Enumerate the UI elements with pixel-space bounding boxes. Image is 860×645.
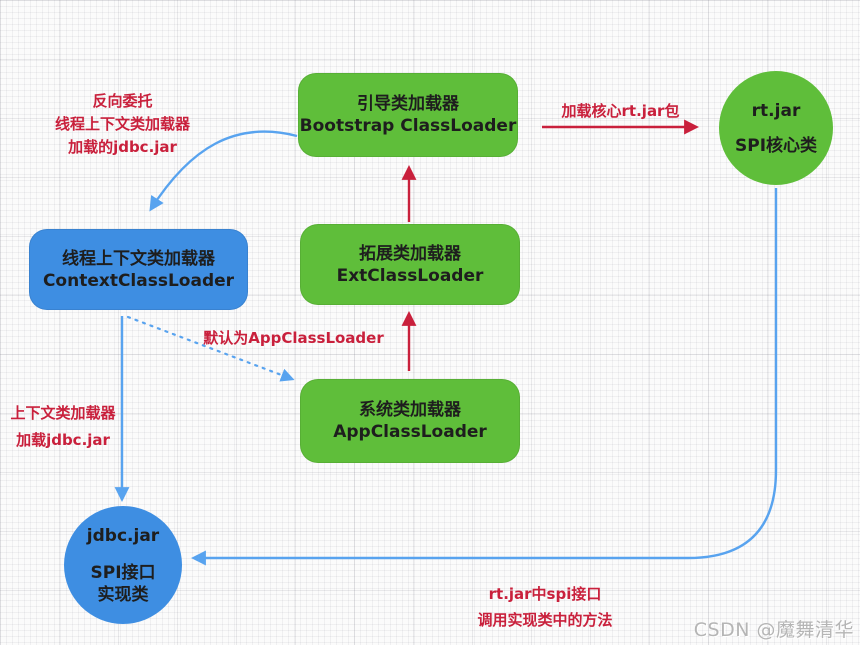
label-line: 上下文类加载器 xyxy=(10,404,116,422)
label-line: 调用实现类中的方法 xyxy=(477,611,613,629)
label-load-core-rtjar: 加载核心rt.jar包 xyxy=(561,102,680,120)
label-context-loads-jdbc: 上下文类加载器 加载jdbc.jar xyxy=(0,400,126,454)
label-line: rt.jar中spi接口 xyxy=(488,585,602,603)
node-label-cn: 系统类加载器 xyxy=(359,400,461,420)
node-jdbcjar-circle: jdbc.jar SPI接口 实现类 xyxy=(64,506,182,624)
node-label-en: Bootstrap ClassLoader xyxy=(299,116,517,136)
node-label-spi: SPI接口 xyxy=(90,562,156,583)
node-label-jar: rt.jar xyxy=(751,100,801,121)
label-default-appclassloader: 默认为AppClassLoader xyxy=(203,329,384,347)
node-label-en: AppClassLoader xyxy=(333,422,487,442)
node-ext-classloader: 拓展类加载器 ExtClassLoader xyxy=(300,224,520,305)
label-rtjar-spi-call: rt.jar中spi接口 调用实现类中的方法 xyxy=(425,581,665,633)
node-app-classloader: 系统类加载器 AppClassLoader xyxy=(300,379,520,463)
node-label-impl: 实现类 xyxy=(97,584,149,605)
node-label-cn: 拓展类加载器 xyxy=(359,243,461,264)
node-label-cn: 引导类加载器 xyxy=(357,94,459,114)
node-label-en: ExtClassLoader xyxy=(336,265,484,286)
label-line: 加载jdbc.jar xyxy=(16,431,110,449)
node-label-spi: SPI核心类 xyxy=(734,135,818,156)
node-rtjar-circle: rt.jar SPI核心类 xyxy=(719,71,833,185)
node-label-en: ContextClassLoader xyxy=(42,270,235,291)
node-bootstrap-classloader: 引导类加载器 Bootstrap ClassLoader xyxy=(298,73,518,157)
label-line: 线程上下文类加载器 xyxy=(54,115,190,133)
label-reverse-delegation: 反向委托 线程上下文类加载器 加载的jdbc.jar xyxy=(25,90,220,159)
node-label-cn: 线程上下文类加载器 xyxy=(62,248,215,269)
csdn-watermark: CSDN @魔舞清华 xyxy=(693,619,854,641)
node-label-jar: jdbc.jar xyxy=(86,525,160,546)
node-context-classloader: 线程上下文类加载器 ContextClassLoader xyxy=(29,229,248,310)
label-line: 反向委托 xyxy=(92,92,153,110)
label-line: 加载的jdbc.jar xyxy=(68,138,177,156)
